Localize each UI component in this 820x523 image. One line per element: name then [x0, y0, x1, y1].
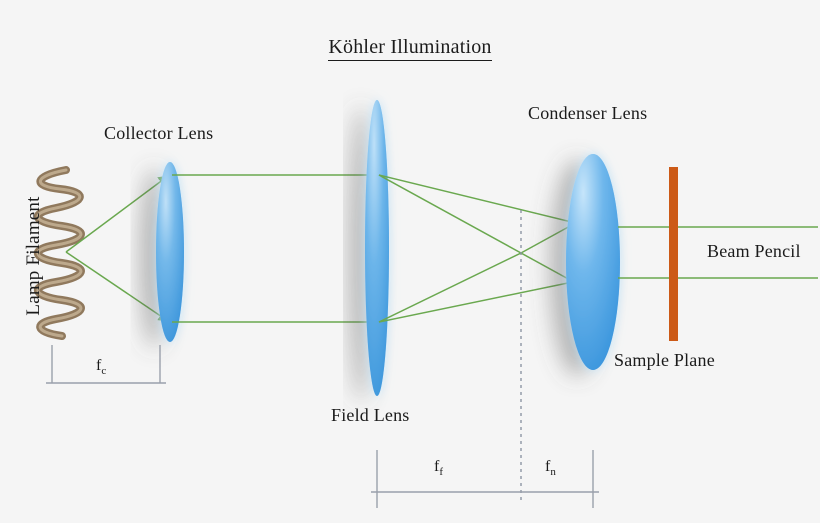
field-lens-label: Field Lens [331, 405, 410, 425]
collector-focal-length-label: fc [96, 357, 106, 377]
fn-symbol: f [545, 458, 551, 475]
rays-field-to-condenser [378, 174, 593, 323]
collector-lens [156, 162, 184, 342]
collector-lens-label: Collector Lens [104, 123, 214, 143]
condenser-focal-length-label: fn [545, 458, 556, 478]
fn-subscript: n [550, 466, 556, 479]
rays-beam-pencil [618, 226, 818, 279]
fc-symbol: f [96, 357, 102, 374]
rays-source-to-collector [65, 175, 169, 322]
sample-plane-label: Sample Plane [614, 350, 715, 370]
field-focal-length-label: ff [434, 458, 443, 478]
lamp-filament-icon [33, 166, 85, 340]
rays-collector-to-field [172, 174, 379, 323]
field-lens [365, 100, 389, 396]
sample-plane-bar [669, 167, 678, 341]
ff-subscript: f [439, 466, 443, 479]
lamp-filament-label: Lamp Filament [23, 196, 44, 316]
figure-title: Köhler Illumination [0, 36, 820, 61]
dimension-bracket-ff-fn [371, 450, 599, 508]
dimension-bracket-fc [46, 345, 166, 384]
figure-title-text: Köhler Illumination [328, 36, 492, 61]
condenser-lens-label: Condenser Lens [528, 103, 648, 123]
beam-pencil-label: Beam Pencil [707, 241, 801, 261]
fc-subscript: c [101, 365, 107, 378]
condenser-lens [566, 154, 620, 370]
ff-symbol: f [434, 458, 440, 475]
